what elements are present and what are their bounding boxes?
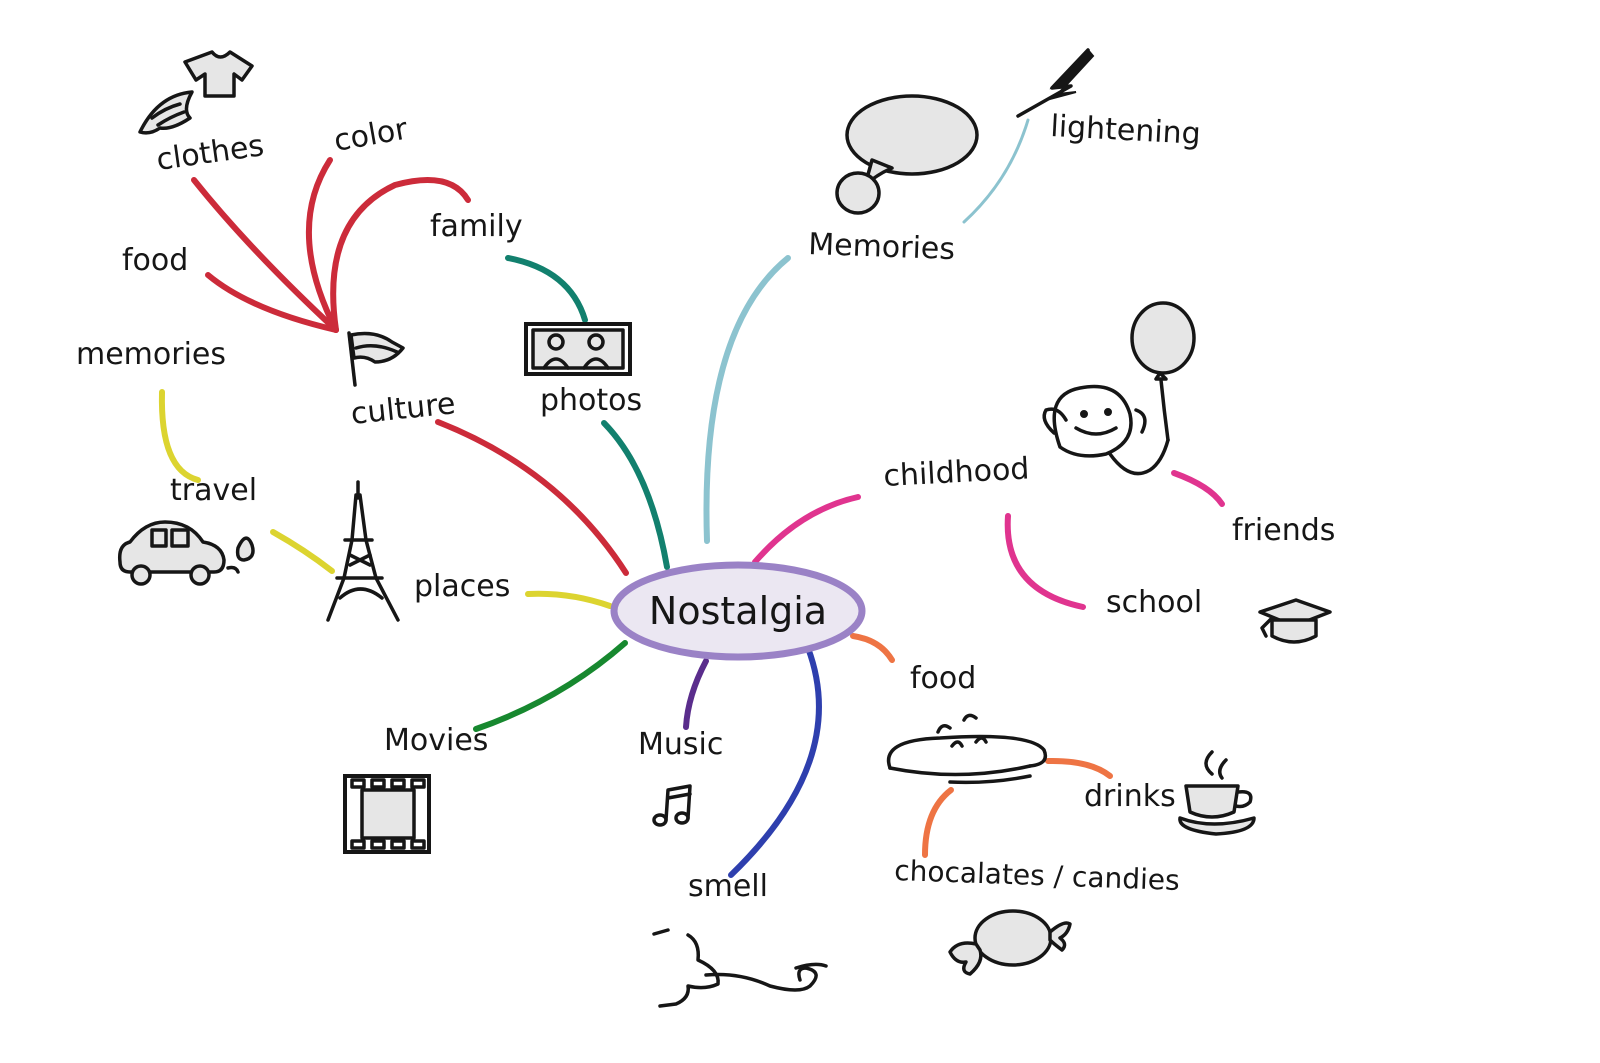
branches <box>158 118 1225 878</box>
label-childhood[interactable]: childhood <box>883 451 1031 494</box>
center-node[interactable]: Nostalgia <box>610 561 866 661</box>
center-label: Nostalgia <box>649 589 827 633</box>
eiffel-tower-icon <box>326 480 400 622</box>
lightning-bolt-icon <box>1016 48 1095 118</box>
branch-places-travel <box>270 529 335 574</box>
angel-wings-icon <box>138 90 194 135</box>
branch-center-places <box>525 590 613 609</box>
branch-travel-memories <box>158 389 201 483</box>
label-lightening[interactable]: lightening <box>1050 109 1202 152</box>
label-photos[interactable]: photos <box>540 383 642 418</box>
candy-icon <box>948 909 1072 976</box>
nose-scent-icon <box>652 928 828 1008</box>
branch-center-food <box>850 633 895 663</box>
framed-photo-icon <box>524 322 632 376</box>
label-friends[interactable]: friends <box>1232 513 1335 548</box>
car-icon <box>117 520 255 586</box>
label-color[interactable]: color <box>331 111 410 158</box>
branch-childhood-school <box>1004 513 1086 610</box>
speech-bubble-icon <box>835 94 979 215</box>
branch-photos-family <box>505 255 588 323</box>
branch-center-childhood <box>752 494 861 565</box>
branch-center-photos <box>601 420 670 570</box>
label-food-main[interactable]: food <box>910 661 976 696</box>
label-family[interactable]: family <box>430 209 523 244</box>
label-movies[interactable]: Movies <box>384 723 488 758</box>
label-travel[interactable]: travel <box>170 473 257 508</box>
flag-icon <box>347 331 405 387</box>
center-ellipse <box>610 561 866 661</box>
branch-center-culture <box>435 419 629 576</box>
branch-culture-color <box>306 157 339 333</box>
branch-memories-lightening <box>962 118 1030 224</box>
film-strip-icon <box>343 774 431 854</box>
branch-dish-drinks <box>1045 757 1113 779</box>
label-memories-travel[interactable]: memories <box>76 337 226 372</box>
branch-dish-chocolates <box>922 787 954 858</box>
branch-center-movies <box>473 640 628 732</box>
label-places[interactable]: places <box>414 569 510 604</box>
music-note-icon <box>652 784 692 827</box>
branch-childhood-friends <box>1171 470 1225 507</box>
label-food-culture[interactable]: food <box>122 243 188 278</box>
label-drinks[interactable]: drinks <box>1084 779 1176 814</box>
branch-culture-family <box>330 177 471 333</box>
label-memories-main[interactable]: Memories <box>808 227 956 267</box>
branch-culture-clothes <box>191 177 339 333</box>
balloon-icon <box>1130 301 1196 442</box>
branch-center-memories <box>703 255 791 544</box>
branch-center-music <box>683 658 709 730</box>
smiley-face-icon <box>1042 384 1170 476</box>
tshirt-icon <box>183 50 254 98</box>
dish-icon <box>886 713 1048 785</box>
label-clothes[interactable]: clothes <box>154 128 266 178</box>
graduation-cap-icon <box>1258 598 1332 644</box>
coffee-cup-icon <box>1178 750 1256 836</box>
label-music[interactable]: Music <box>638 727 723 762</box>
branch-center-smell <box>728 645 822 878</box>
label-smell[interactable]: smell <box>688 869 768 904</box>
label-chocolates[interactable]: chocalates / candies <box>894 854 1180 897</box>
branch-culture-food <box>205 272 339 333</box>
label-school[interactable]: school <box>1106 585 1202 620</box>
